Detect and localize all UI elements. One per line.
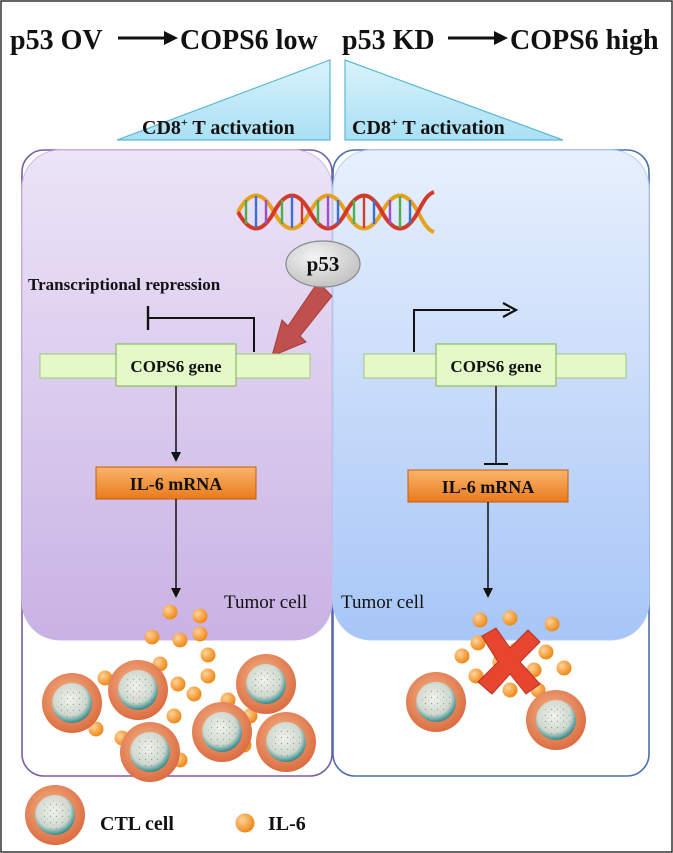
il6-dot (170, 676, 186, 692)
left-gene-box (115, 343, 237, 387)
il6-dot (502, 682, 518, 698)
ctl-cell (108, 660, 168, 720)
ctl-cell (192, 702, 252, 762)
il6-dot (200, 647, 216, 663)
legend-il6-icon (235, 813, 255, 833)
right-mrna-box (407, 469, 569, 503)
right-mrna-label: IL-6 mRNA (442, 477, 535, 497)
p53-label: p53 (307, 252, 340, 276)
il6-dot (192, 608, 208, 624)
right-activation-wedge: CD8+ T activation (344, 59, 564, 141)
il6-dot (144, 629, 160, 645)
repression-label: Transcriptional repression (28, 275, 221, 294)
dna-helix-icon (236, 190, 435, 234)
transcription-start-arrow-icon (413, 302, 519, 352)
legend-ctl-cell-icon (25, 785, 85, 845)
il6-dot (97, 670, 113, 686)
ctl-cell (236, 654, 296, 714)
il6-dot (556, 660, 572, 676)
legend: CTL cell IL-6 (25, 785, 306, 845)
left-activation-wedge: CD8+ T activation (116, 59, 331, 141)
il6-dot (544, 616, 560, 632)
right-activation-label: CD8+ T activation (352, 115, 505, 139)
ctl-cell (526, 690, 586, 750)
il6-dot (502, 610, 518, 626)
right-condition-text: p53 KD (342, 25, 435, 56)
left-tumor-panel (21, 149, 333, 641)
il6-dot (162, 604, 178, 620)
blocked-x-icon (477, 627, 541, 695)
repression-inhibition-line (146, 306, 255, 352)
legend-il6-label: IL-6 (268, 813, 306, 835)
il6-dot (454, 648, 470, 664)
left-result-text: COPS6 low (180, 25, 318, 56)
il6-dot (88, 721, 104, 737)
right-result-text: COPS6 high (510, 25, 659, 56)
ctl-cell (256, 712, 316, 772)
right-ctl-cells (406, 672, 586, 750)
legend-ctl-label: CTL cell (100, 813, 174, 835)
p53-protein (285, 240, 361, 288)
right-gene-label: COPS6 gene (450, 357, 542, 376)
left-mrna-label: IL-6 mRNA (130, 474, 223, 494)
right-gene-box (435, 343, 557, 387)
left-condition-text: p53 OV (10, 25, 103, 56)
il6-dot (470, 635, 486, 651)
left-gene-label: COPS6 gene (130, 357, 222, 376)
ctl-cell (42, 673, 102, 733)
il6-dot (192, 626, 208, 642)
right-gene-inhibits-mrna (484, 386, 508, 465)
header: p53 OV COPS6 low p53 KD COPS6 high (10, 25, 659, 56)
right-tumor-cell-label: Tumor cell (341, 592, 424, 613)
left-mrna-box (95, 466, 257, 500)
ctl-cell (406, 672, 466, 732)
il6-dot (538, 644, 554, 660)
il6-dot (166, 708, 182, 724)
right-tumor-panel (332, 149, 650, 641)
il6-dot (472, 612, 488, 628)
right-header-arrow-icon (448, 31, 508, 45)
left-tumor-cell-label: Tumor cell (224, 592, 307, 613)
il6-dot (200, 668, 216, 684)
left-header-arrow-icon (118, 31, 178, 45)
ctl-cell (120, 722, 180, 782)
left-ctl-cells (42, 654, 316, 782)
p53-binding-arrow-icon (271, 281, 333, 357)
il6-dot (172, 632, 188, 648)
left-activation-label: CD8+ T activation (142, 115, 295, 139)
il6-dot (186, 686, 202, 702)
